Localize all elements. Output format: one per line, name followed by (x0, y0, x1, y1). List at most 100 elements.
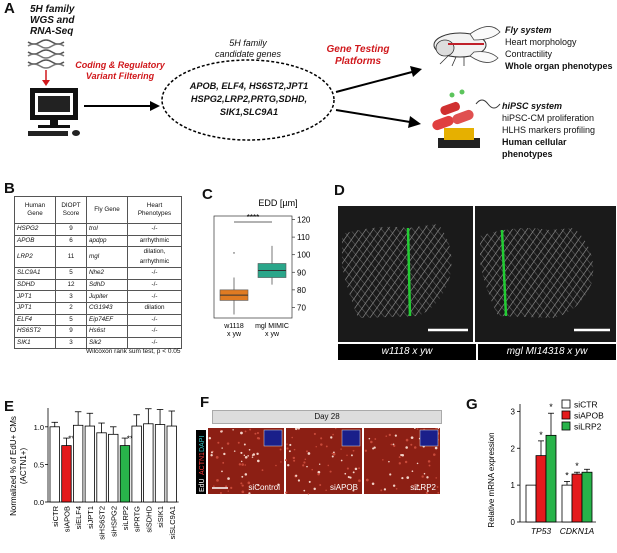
g-ylabel: Relative mRNA expression (487, 432, 496, 527)
micrograph-cell (392, 484, 396, 487)
micrograph-cell (410, 436, 414, 439)
micrograph-cell (320, 443, 323, 446)
micrograph-cell (319, 484, 322, 487)
fly-item-1: Heart morphology (505, 37, 577, 47)
e-ylabel-line-1: Normalized % of EdU+ CMs (9, 416, 18, 516)
c-cat2-line1: mgl MIMIC (255, 323, 289, 330)
micrograph-cell (317, 470, 321, 474)
human-gene-cell: APOB (14, 234, 56, 248)
ipsc-system-box: hiPSC system hiPSC-CM proliferation HLHS… (502, 100, 617, 160)
g-sig-label: * (549, 402, 553, 412)
c-outlier (233, 252, 235, 254)
micrograph-cell (304, 458, 307, 461)
micrograph-cell (405, 438, 409, 442)
micrograph-cell (352, 471, 355, 474)
platform-line-2: Platforms (334, 56, 382, 67)
fly-gene-cell: Eip74EF (86, 313, 128, 327)
micrograph-cell (221, 447, 223, 449)
micrograph-cell (390, 443, 393, 446)
header-heart-phenotypes: Heart Phenotypes (127, 196, 182, 224)
micrograph-cell (313, 487, 316, 491)
micrograph-cell (340, 459, 343, 462)
phenotype-cell: -/- (127, 325, 182, 338)
micrograph-cell (237, 441, 240, 444)
micrograph-cell (244, 430, 247, 433)
micrograph-cell (437, 428, 440, 430)
header-diopt: DIOPT Score (55, 196, 87, 224)
micrograph-cell (210, 454, 213, 457)
micrograph-cell (243, 454, 246, 457)
micrograph-cell (413, 446, 417, 449)
micrograph-cell (247, 481, 251, 485)
ipsc-item-3: Human cellular phenotypes (502, 137, 567, 159)
micrograph-cell (434, 446, 438, 450)
fly-gene-cell: Sik2 (86, 336, 128, 350)
micrograph-cell (318, 463, 321, 465)
g-tick-label: 1 (511, 481, 516, 490)
fly-item-3: Whole organ phenotypes (505, 61, 613, 71)
micrograph-cell (327, 464, 330, 467)
micrograph-cell (303, 461, 306, 464)
micrograph-cell (365, 478, 369, 482)
g-legend-label: siLRP2 (574, 422, 602, 432)
c-tick-label: 100 (297, 251, 311, 260)
micrograph-label: siLRP2 (410, 483, 436, 492)
e-category-label: siHSPG2 (109, 506, 118, 537)
fly-gene-cell: mgl (86, 246, 128, 269)
e-bar-siSIK1 (154, 424, 166, 503)
micrograph-cell (313, 432, 316, 436)
fly-system-box: Fly system Heart morphology Contractilit… (505, 24, 613, 72)
edd-line-right (500, 229, 508, 317)
micrograph-cell (286, 443, 288, 445)
micrograph-cell (251, 456, 254, 458)
phenotype-cell: dilation, arrhythmic (127, 246, 182, 269)
source-line-2: WGS and (30, 15, 75, 26)
hipsc-icon (432, 89, 501, 148)
micrograph-cell (248, 448, 251, 451)
micrograph-cell (395, 487, 398, 490)
micrograph-cell (349, 476, 352, 479)
micrograph-cell (256, 459, 260, 463)
fly-gene-cell: Jupiter (86, 290, 128, 303)
diopt-cell: 11 (55, 246, 87, 269)
g-bar-siAPOB-TP53 (535, 455, 547, 523)
micrograph-cell (257, 484, 260, 487)
caption-w1118: w1118 x yw (338, 344, 476, 360)
micrograph-cell (240, 482, 243, 485)
micrograph-cell (217, 441, 220, 444)
gene-table: Human Gene DIOPT Score Fly Gene Heart Ph… (14, 196, 182, 350)
micrograph-label: siControl (248, 483, 280, 492)
micrograph-cell (320, 437, 323, 440)
g-category-label: TP53 (531, 526, 552, 536)
header-fly-gene: Fly Gene (86, 196, 128, 224)
e-bar-siSLC9A1 (166, 425, 177, 503)
micrograph-cell (225, 485, 228, 488)
micrograph-cell (419, 488, 421, 491)
c-tick-label: 120 (297, 216, 311, 225)
source-label: 5H family WGS and RNA-Seq (30, 4, 74, 37)
micrograph-cell (358, 479, 361, 483)
micrograph-cell (256, 432, 260, 435)
edd-line-left (406, 227, 412, 317)
micrograph-cell (331, 455, 334, 458)
fly-gene-cell: trol (86, 223, 128, 236)
e-category-label: siCTR (51, 505, 60, 526)
g-tick-label: 2 (511, 444, 516, 453)
micrograph-cell (302, 464, 305, 467)
ipsc-item-1: hiPSC-CM proliferation (502, 113, 595, 123)
e-tick-label: 0.0 (34, 498, 44, 507)
micrograph-cell (435, 428, 438, 430)
micrograph-cell (216, 479, 219, 482)
micrograph-cell (311, 468, 313, 471)
panel-a-graphics (27, 26, 501, 148)
fly-gene-cell: Nhe2 (86, 267, 128, 280)
panel-label-f: F (200, 394, 210, 411)
panel-label-a: A (4, 0, 15, 17)
c-tick-label: 70 (297, 303, 306, 312)
micrograph-cell (325, 489, 327, 492)
micrograph-cell (352, 489, 355, 492)
micrograph-cell (382, 459, 384, 461)
micrograph-cell (331, 452, 334, 455)
human-gene-cell: SLC9A1 (14, 267, 56, 280)
